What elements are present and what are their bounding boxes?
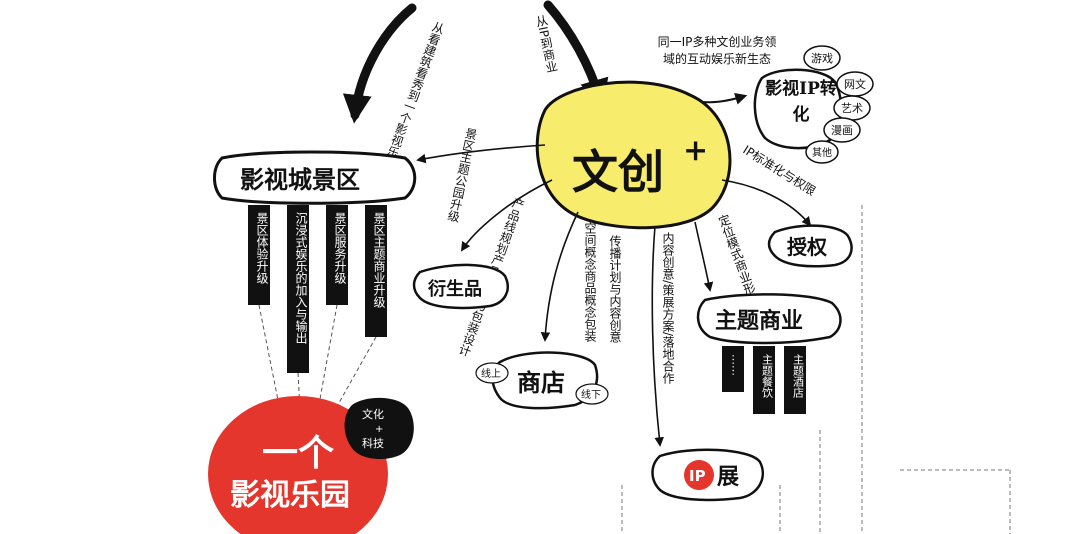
arrow-middle-label: 从IP到商业 bbox=[533, 14, 559, 74]
arrow-left-in bbox=[342, 3, 417, 124]
theme-business-branch-label: 定位模式商业形象 bbox=[715, 211, 761, 307]
store-online-badge bbox=[475, 362, 509, 384]
derivatives-box bbox=[412, 263, 509, 310]
bubble-other-label: 其他 bbox=[812, 146, 832, 159]
film-park-box bbox=[213, 150, 417, 205]
badge-bottom: 科技 bbox=[362, 436, 384, 450]
pillar-1-label: 景区体验升级 bbox=[255, 212, 269, 284]
ip-expo-title: 展 bbox=[717, 464, 739, 490]
theme-business-title: 主题商业 bbox=[715, 308, 803, 334]
film-park-branch-label: 景区主题公园升级 bbox=[445, 126, 479, 223]
center-blob bbox=[535, 80, 732, 230]
pillar-2-label: 沉浸式娱乐的加入与输出 bbox=[294, 212, 308, 344]
store-online-label: 线上 bbox=[481, 367, 501, 380]
culture-tech-badge bbox=[344, 397, 414, 460]
licensing-title: 授权 bbox=[787, 235, 828, 259]
derivatives-title: 衍生品 bbox=[428, 278, 482, 300]
pillar-2 bbox=[287, 205, 309, 373]
bubble-art-label: 艺术 bbox=[841, 102, 863, 115]
theme-pillar-2-label: 主题餐饮 bbox=[761, 354, 774, 399]
theme-pillar-1 bbox=[722, 346, 744, 392]
branch-to-licensing bbox=[721, 179, 812, 227]
ip-bubbles bbox=[803, 45, 874, 164]
store-offline-badge bbox=[575, 383, 609, 405]
bubble-game-label: 游戏 bbox=[811, 52, 833, 65]
park-line1: 一个 bbox=[262, 432, 334, 474]
theme-pillar-2 bbox=[753, 346, 775, 414]
ip-expo-branch-label-2: 内容创意/策展方案/落地合作 bbox=[661, 232, 675, 385]
bubble-comic bbox=[823, 117, 861, 143]
ip-conversion-box bbox=[753, 68, 843, 150]
bubble-game bbox=[803, 45, 841, 71]
pillar-3-label: 景区服务升级 bbox=[333, 212, 347, 284]
store-offline-label: 线下 bbox=[581, 388, 601, 401]
theme-pillar-3 bbox=[784, 346, 806, 414]
ip-expo-ip-circle bbox=[684, 460, 714, 490]
store-branch-label: 空间概念商品概念包装 bbox=[583, 222, 597, 343]
store-title: 商店 bbox=[517, 368, 565, 397]
branch-to-film-park bbox=[416, 144, 546, 164]
branch-to-derivatives bbox=[460, 179, 553, 252]
branch-to-theme-business bbox=[694, 221, 714, 292]
branch-to-ip-expo bbox=[651, 225, 664, 447]
center-plus: + bbox=[683, 133, 708, 168]
ip-conversion-title-box: 影视IP转化 bbox=[765, 79, 837, 125]
dashed-guides bbox=[621, 205, 1011, 534]
arrow-left-label: 从看建筑看秀到一个影视乐园 bbox=[380, 20, 447, 172]
pillar-3 bbox=[326, 205, 348, 305]
theme-pillar-1-label: …… bbox=[730, 354, 743, 376]
branch-to-store bbox=[540, 211, 579, 342]
theme-pillar-3-label: 主题酒店 bbox=[792, 354, 805, 398]
ip-expo-ip-label: IP bbox=[689, 467, 706, 485]
bubble-comic-label: 漫画 bbox=[831, 123, 853, 137]
badge-plus: + bbox=[375, 424, 383, 435]
store-box bbox=[491, 351, 599, 410]
arrow-right-label-box: 同一IP多种文创业务领域的互动娱乐新生态 bbox=[657, 35, 777, 66]
pillar-1 bbox=[248, 205, 270, 305]
theme-business-box bbox=[696, 293, 842, 345]
bubble-other bbox=[805, 140, 839, 164]
ip-expo-branch-label-1: 传播计划与内容创意 bbox=[608, 234, 622, 343]
film-park-pillars bbox=[248, 205, 387, 373]
pillar-4-label: 景区主题商业升级 bbox=[372, 212, 386, 308]
center-label: 文创 bbox=[572, 145, 664, 199]
film-park-title: 影视城景区 bbox=[240, 165, 360, 194]
theme-business-pillars bbox=[722, 346, 806, 414]
licensing-box bbox=[767, 224, 853, 268]
badge-top: 文化 bbox=[362, 407, 384, 421]
park-circle bbox=[208, 396, 388, 534]
pillar-4 bbox=[365, 205, 387, 337]
arrow-right-label: 同一IP多种文创业务领域的互动娱乐新生态 bbox=[657, 35, 777, 66]
ip-conversion-title: 影视IP转化 bbox=[765, 79, 837, 125]
park-line2: 影视乐园 bbox=[230, 478, 350, 513]
bubble-webnovel-label: 网文 bbox=[844, 77, 866, 91]
